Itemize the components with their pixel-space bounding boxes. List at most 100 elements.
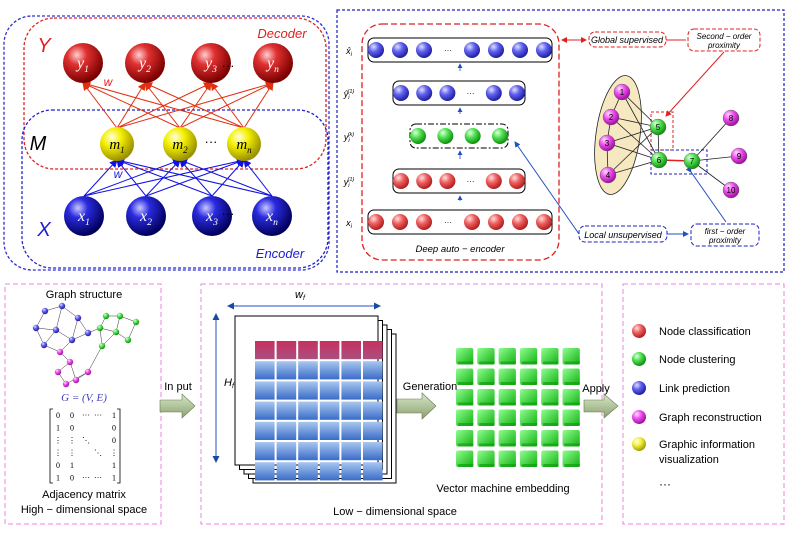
embedding-cell-shadow bbox=[564, 382, 580, 385]
mini-graph-node bbox=[132, 318, 140, 326]
embedding-cell-shadow bbox=[543, 382, 559, 385]
layer-unit bbox=[439, 85, 456, 101]
decoder-label: Decoder bbox=[257, 26, 307, 41]
second-order-label-line2: proximity bbox=[707, 41, 741, 50]
y-node bbox=[253, 43, 293, 83]
applications-ellipsis: ··· bbox=[659, 477, 671, 491]
layer-label: yi(k) bbox=[343, 132, 354, 144]
graph-node bbox=[730, 147, 748, 165]
graph-node-label: 1 bbox=[620, 88, 625, 97]
matrix-entry: ··· bbox=[82, 474, 90, 483]
x-node bbox=[192, 196, 232, 236]
mini-graph-node bbox=[58, 302, 66, 310]
feature-cell bbox=[319, 401, 340, 420]
matrix-entry: ⋮ bbox=[54, 449, 62, 458]
embedding-cell-shadow bbox=[479, 361, 495, 365]
graph-edge bbox=[607, 159, 660, 176]
embedding-cell bbox=[541, 409, 559, 426]
layer-unit bbox=[393, 173, 409, 189]
mini-graph-node bbox=[32, 324, 40, 332]
graph-node-label: 4 bbox=[606, 171, 611, 180]
layer-unit bbox=[536, 42, 552, 58]
feature-cell bbox=[363, 341, 383, 360]
feature-cell bbox=[298, 421, 318, 440]
x-node-label: x2 bbox=[139, 208, 152, 228]
embedding-cell-shadow bbox=[564, 443, 580, 447]
input-arrow: In put bbox=[159, 381, 196, 419]
encoder-label: Encoder bbox=[256, 246, 305, 261]
embedding-cell-shadow bbox=[458, 382, 474, 385]
feature-cell bbox=[255, 442, 275, 461]
embedding-cell bbox=[456, 348, 474, 365]
layer-unit bbox=[485, 173, 502, 189]
graph-node bbox=[598, 134, 616, 152]
mini-graph-node bbox=[40, 341, 48, 349]
layer-unit bbox=[464, 214, 480, 230]
embedding-cell bbox=[541, 368, 559, 385]
matrix-entry: ⋮ bbox=[68, 436, 76, 445]
matrix-entry: ··· bbox=[82, 411, 90, 420]
embedding-cell bbox=[562, 430, 580, 447]
feature-cell bbox=[298, 401, 318, 420]
graph-node-label: 10 bbox=[727, 186, 736, 195]
first-order-label-line1: first − order bbox=[705, 227, 746, 236]
layer-unit bbox=[488, 214, 504, 230]
graph-edge bbox=[621, 91, 659, 128]
embedding-cell-shadow bbox=[543, 423, 559, 426]
embedding-cell-shadow bbox=[521, 423, 538, 426]
feature-cell bbox=[341, 462, 361, 481]
embedding-cell bbox=[541, 430, 559, 447]
embedding-grid bbox=[456, 348, 580, 467]
matrix-entry: 1 bbox=[70, 461, 74, 470]
encoder-weight-label: w bbox=[114, 167, 124, 181]
encoder-edge bbox=[116, 158, 213, 197]
feature-cell bbox=[298, 341, 318, 360]
embedding-cell bbox=[456, 450, 474, 467]
autoencoder-label: Deep auto − encoder bbox=[416, 244, 506, 255]
graph-node bbox=[649, 118, 667, 136]
embedding-cell bbox=[456, 389, 474, 406]
encoder-edge bbox=[211, 159, 245, 197]
feature-cell bbox=[341, 401, 361, 420]
matrix-entry: 0 bbox=[112, 424, 116, 433]
embedding-cell bbox=[456, 409, 474, 426]
application-item-label-line2: visualization bbox=[659, 454, 719, 466]
x-node bbox=[126, 196, 166, 236]
generation-label: Generation bbox=[403, 381, 457, 393]
local-to-embedding-arrow bbox=[514, 141, 580, 235]
layer-unit bbox=[464, 42, 480, 58]
feature-cell bbox=[276, 462, 297, 481]
application-bullet-icon bbox=[632, 410, 646, 424]
embedding-cell-shadow bbox=[564, 464, 580, 467]
embedding-cell-shadow bbox=[458, 443, 474, 447]
embedding-cell bbox=[477, 368, 495, 385]
low-dimensional-panel: wf Hf Generation Vector machine embeddin… bbox=[200, 283, 603, 525]
graph-edge bbox=[606, 126, 659, 144]
graph-edge bbox=[607, 126, 659, 176]
feature-cell bbox=[255, 361, 275, 380]
matrix-entry: 0 bbox=[70, 474, 74, 483]
low-dimensional-label: Low − dimensional space bbox=[333, 506, 457, 518]
mini-graph-node bbox=[72, 376, 80, 384]
second-order-box bbox=[687, 28, 761, 52]
y-ellipsis: ··· bbox=[222, 58, 235, 73]
layer-unit bbox=[368, 214, 384, 230]
mini-graph-node bbox=[54, 368, 62, 376]
feature-cell bbox=[363, 442, 383, 461]
application-item-label: Node classification bbox=[659, 326, 751, 338]
embedding-cell bbox=[541, 450, 559, 467]
mini-graph-node bbox=[98, 342, 106, 350]
embedding-cell-shadow bbox=[543, 443, 559, 447]
generation-arrow bbox=[396, 392, 437, 420]
mini-graph-edge bbox=[43, 329, 57, 346]
y-layer-label: Y bbox=[37, 35, 52, 57]
graph-node-label: 2 bbox=[609, 113, 614, 122]
mini-graph-node bbox=[68, 336, 76, 344]
apply-label: Apply bbox=[582, 383, 610, 395]
feature-cell bbox=[363, 361, 383, 380]
apply-arrow: Apply bbox=[582, 383, 619, 419]
x-node bbox=[64, 196, 104, 236]
matrix-entry: ⋱ bbox=[94, 449, 102, 458]
